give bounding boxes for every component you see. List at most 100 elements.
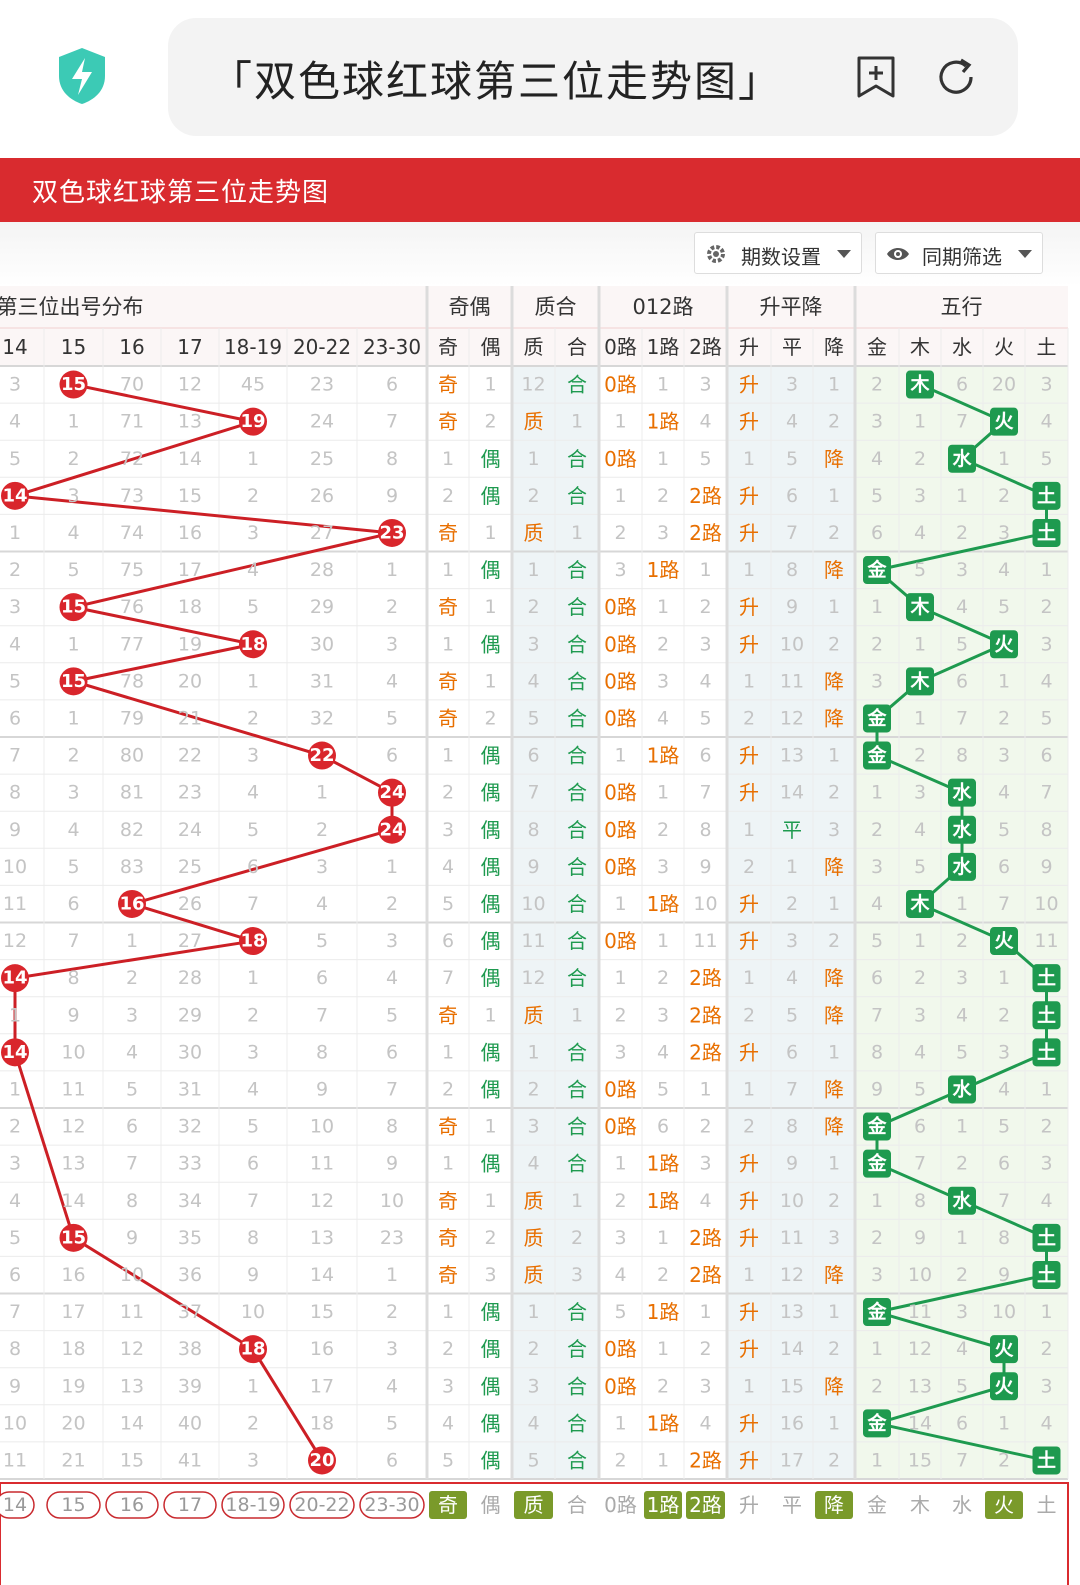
- footer-pick-active[interactable]: [514, 1491, 553, 1519]
- omission-cell: 6: [657, 1116, 669, 1138]
- omission-cell: 1: [828, 745, 840, 767]
- red-ball-number: 19: [240, 411, 265, 432]
- omission-cell: 3: [699, 1375, 711, 1397]
- wuxing-marker: [1032, 964, 1061, 993]
- shield-bolt-icon[interactable]: [55, 46, 109, 106]
- red-ball: [1, 964, 29, 993]
- omission-cell: 5: [67, 559, 79, 581]
- refresh-icon[interactable]: [933, 54, 979, 100]
- omission-cell: 1: [247, 1375, 259, 1397]
- omission-cell: 7: [67, 930, 79, 952]
- wuxing-marker: [990, 1335, 1018, 1364]
- omission-cell: 20: [992, 374, 1016, 396]
- footer-pick[interactable]: 偶: [481, 1493, 501, 1517]
- omission-cell: 37: [178, 1301, 202, 1323]
- wuxing-marker-text: 金: [866, 1115, 887, 1138]
- hit-cell: 2路: [689, 484, 722, 508]
- same-period-filter-button[interactable]: 同期筛选: [875, 232, 1043, 274]
- red-ball-number: 15: [61, 1227, 86, 1248]
- footer-ball-pick[interactable]: [0, 1491, 35, 1519]
- footer-pick[interactable]: 火: [994, 1493, 1014, 1517]
- address-bar[interactable]: 「双色球红球第三位走势图」: [168, 18, 1018, 136]
- omission-cell: 3: [786, 374, 798, 396]
- page-header: 双色球红球第三位走势图: [0, 158, 1080, 222]
- footer-pick-active[interactable]: [985, 1491, 1023, 1519]
- footer-pick-active[interactable]: [644, 1491, 682, 1519]
- omission-cell: 15: [310, 1301, 334, 1323]
- footer-pick[interactable]: 1路: [647, 1493, 680, 1517]
- omission-cell: 8: [786, 559, 798, 581]
- hit-cell: 2路: [689, 1040, 722, 1064]
- bookmark-plus-icon[interactable]: [853, 54, 899, 100]
- footer-pick[interactable]: 土: [1037, 1493, 1057, 1517]
- wuxing-marker-text: 土: [1037, 522, 1056, 544]
- footer-ball-pick[interactable]: [163, 1491, 217, 1519]
- footer-pick[interactable]: 质: [524, 1493, 544, 1517]
- period-settings-button[interactable]: 期数设置: [694, 232, 862, 274]
- wuxing-marker-text: 金: [866, 1300, 887, 1323]
- omission-cell: 2: [956, 522, 968, 544]
- footer-pick[interactable]: 升: [739, 1493, 759, 1517]
- omission-cell: 17: [178, 559, 202, 581]
- red-ball: [239, 630, 267, 659]
- wuxing-marker-text: 土: [1037, 1041, 1056, 1063]
- hit-cell: 升: [739, 632, 759, 656]
- omission-cell: 1: [126, 930, 138, 952]
- footer-pick-active[interactable]: [815, 1491, 853, 1519]
- omission-cell: 1: [1040, 1078, 1052, 1100]
- omission-cell: 7: [998, 1190, 1010, 1212]
- wuxing-marker-text: 金: [866, 1152, 887, 1175]
- hit-cell: 奇: [438, 706, 458, 730]
- wuxing-marker: [948, 1075, 976, 1104]
- omission-cell: 2: [743, 856, 755, 878]
- omission-cell: 1: [484, 1004, 496, 1026]
- footer-pick[interactable]: 平: [782, 1493, 802, 1517]
- omission-cell: 4: [126, 1041, 138, 1063]
- omission-cell: 4: [9, 633, 21, 655]
- toolbar: 期数设置 同期筛选: [0, 222, 1080, 286]
- omission-cell: 2: [956, 1264, 968, 1286]
- omission-cell: 1: [386, 1264, 398, 1286]
- omission-cell: 3: [956, 1301, 968, 1323]
- wuxing-marker-text: 木: [909, 892, 930, 915]
- footer-pick[interactable]: 2路: [689, 1493, 722, 1517]
- footer-pick[interactable]: 金: [867, 1493, 887, 1517]
- omission-cell: 10: [908, 1264, 932, 1286]
- hit-cell: 1路: [647, 1411, 680, 1435]
- footer-pick[interactable]: 合: [567, 1493, 587, 1517]
- footer-pick-active[interactable]: [429, 1491, 467, 1519]
- footer-pick[interactable]: 0路: [604, 1493, 637, 1517]
- omission-cell: 5: [956, 633, 968, 655]
- footer-pick-active[interactable]: [686, 1491, 725, 1519]
- omission-cell: 1: [527, 559, 539, 581]
- omission-cell: 1: [914, 707, 926, 729]
- omission-cell: 5: [442, 1449, 454, 1471]
- omission-cell: 1: [442, 559, 454, 581]
- omission-cell: 3: [247, 745, 259, 767]
- omission-cell: 3: [527, 633, 539, 655]
- omission-cell: 3: [871, 411, 883, 433]
- footer-ball-pick[interactable]: [359, 1491, 425, 1519]
- omission-cell: 3: [442, 1375, 454, 1397]
- omission-cell: 70: [120, 374, 144, 396]
- wuxing-marker-text: 水: [952, 782, 972, 804]
- omission-cell: 10: [3, 856, 27, 878]
- wuxing-marker-text: 土: [1037, 967, 1056, 989]
- footer-pick[interactable]: 奇: [438, 1493, 458, 1517]
- wuxing-marker: [863, 556, 891, 585]
- hit-cell: 合: [567, 1077, 587, 1101]
- omission-cell: 24: [178, 819, 202, 841]
- footer-pick[interactable]: 降: [824, 1493, 844, 1517]
- footer-pick[interactable]: 木: [910, 1493, 930, 1517]
- omission-cell: 1: [871, 1190, 883, 1212]
- omission-cell: 3: [67, 782, 79, 804]
- omission-cell: 1: [828, 1153, 840, 1175]
- footer-ball-pick[interactable]: [289, 1491, 355, 1519]
- footer-ball-pick[interactable]: [46, 1491, 101, 1519]
- omission-cell: 18: [178, 596, 202, 618]
- footer-ball-pick[interactable]: [105, 1491, 159, 1519]
- omission-cell: 3: [126, 1004, 138, 1026]
- footer-ball-pick[interactable]: [221, 1491, 285, 1519]
- footer-pick[interactable]: 水: [952, 1493, 972, 1517]
- omission-cell: 2: [871, 819, 883, 841]
